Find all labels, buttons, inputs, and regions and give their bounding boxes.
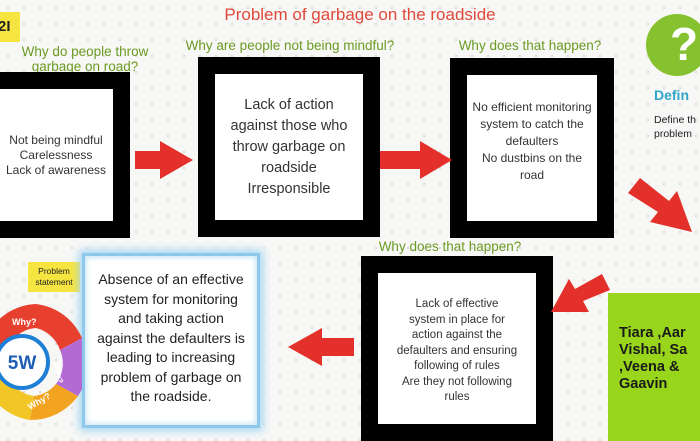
cause-box-2-line-1: Lack of action: [244, 96, 334, 113]
question-1-line-1: Why do people throw: [21, 44, 149, 59]
problem-statement-line-6: problem of garbage on: [100, 368, 242, 385]
cause-box-4-line-4: defaulters and ensuring: [396, 344, 518, 357]
cause-box-2-line-4: roadside: [261, 159, 317, 176]
problem-statement-line-2: system for monitoring: [104, 290, 238, 307]
question-1-line-2: garbage on road?: [31, 59, 139, 74]
question-mark-icon: ?: [670, 18, 699, 70]
problem-statement-label-line-2: statement: [35, 277, 73, 287]
cause-box-4-line-6: Are they not following: [402, 375, 512, 388]
cause-box-3-line-2: system to catch the: [480, 116, 584, 131]
question-1: Why do people throw garbage on road?: [20, 44, 150, 74]
problem-statement-line-7: the roadside.: [130, 388, 212, 404]
problem-statement-label-line-1: Problem: [38, 266, 70, 276]
question-2: Why are people not being mindful?: [185, 38, 395, 53]
arrow-diagonal-down: [628, 178, 692, 232]
problem-statement-line-3: and taking action: [118, 310, 224, 326]
cause-box-1-line-1: Not being mindful: [9, 132, 103, 147]
cause-box-4-line-3: action against the: [411, 329, 503, 342]
cause-box-4-line-7: rules: [444, 391, 470, 404]
arrow-left: [288, 328, 354, 366]
cause-box-1-line-3: Lack of awareness: [5, 162, 107, 177]
define-circle-icon: [646, 14, 700, 76]
cause-box-4-line-2: system in place for: [409, 313, 505, 326]
define-description-line-2: problem: [654, 128, 692, 140]
arrow-right-1: [135, 141, 193, 179]
team-names-box: Tiara ,Aar Vishal, Sa ,Veena & Gaavin: [608, 293, 700, 441]
cause-box-3-line-1: No efficient monitoring: [472, 99, 592, 114]
define-heading: Defin: [654, 87, 689, 103]
define-description: Define th problem: [654, 113, 700, 141]
cause-box-1-line-2: Carelessness: [19, 147, 93, 162]
team-name-line-1: Tiara ,Aar: [619, 325, 686, 341]
problem-statement-line-5: leading to increasing: [106, 349, 236, 365]
cause-box-2: Lack of action against those who throw g…: [198, 57, 380, 237]
problem-statement-line-1: Absence of an effective: [98, 271, 244, 287]
five-w-center-label: 5W: [8, 353, 37, 374]
cause-box-3-line-3: defaulters: [505, 133, 559, 148]
cause-box-3-line-5: road: [519, 167, 545, 182]
cause-box-3: No efficient monitoring system to catch …: [450, 58, 614, 238]
team-badge: 2I: [0, 12, 20, 42]
problem-statement-line-4: against the defaulters is: [97, 329, 245, 346]
problem-statement-box: Absence of an effective system for monit…: [82, 253, 260, 428]
cause-box-4-line-5: following of rules: [414, 360, 500, 373]
define-description-line-1: Define th: [654, 114, 697, 126]
five-w-label-2: Why?: [52, 361, 65, 384]
cause-box-4-line-1: Lack of effective: [415, 298, 499, 311]
problem-statement-label: Problem statement: [28, 262, 80, 292]
team-name-line-2: Vishal, Sa: [619, 342, 688, 358]
cause-box-3-line-4: No dustbins on the: [481, 150, 583, 165]
five-w-graphic: 5W Why? Why? Why?: [0, 304, 82, 421]
cause-box-4: Lack of effective system in place for ac…: [361, 256, 553, 441]
five-w-label-1: Why?: [12, 317, 37, 327]
cause-box-1: Not being mindful Carelessness Lack of a…: [0, 72, 130, 238]
cause-box-2-line-2: against those who: [230, 117, 348, 134]
question-3: Why does that happen?: [458, 38, 602, 53]
cause-box-2-line-3: throw garbage on: [232, 138, 346, 155]
team-name-line-3: ,Veena &: [619, 359, 680, 375]
arrow-right-2: [380, 141, 452, 179]
team-name-line-4: Gaavin: [619, 376, 668, 392]
cause-box-2-line-5: Irresponsible: [247, 180, 331, 197]
question-4: Why does that happen?: [378, 239, 522, 254]
diagram-title: Problem of garbage on the roadside: [224, 5, 496, 24]
arrow-diagonal-left: [551, 274, 610, 312]
